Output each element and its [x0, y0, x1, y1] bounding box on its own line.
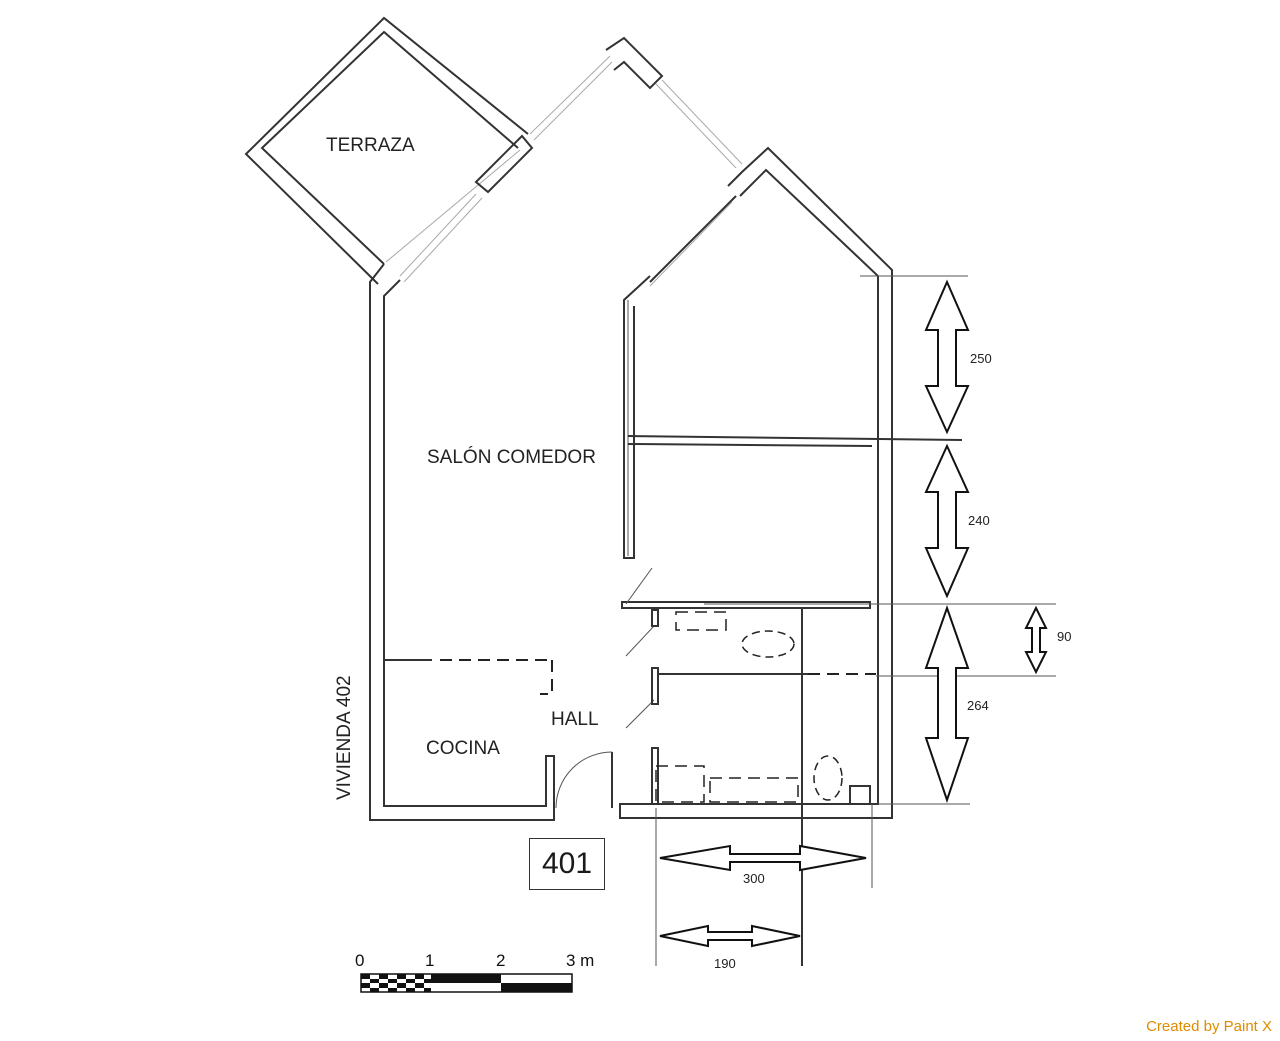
room-label-cocina: COCINA	[426, 738, 500, 759]
unit-number: 401	[541, 847, 593, 880]
scale-tick-1: 1	[425, 951, 435, 970]
arrow-240	[924, 443, 970, 599]
arrow-264	[924, 604, 970, 804]
dimension-label-300: 300	[743, 871, 765, 886]
dimension-label-250: 250	[970, 351, 992, 366]
room-label-salon-comedor: SALÓN COMEDOR	[427, 447, 596, 468]
dimension-label-240: 240	[968, 513, 990, 528]
room-label-terraza: TERRAZA	[326, 135, 415, 156]
apartment-walls	[369, 36, 893, 821]
arrow-300	[659, 844, 867, 872]
arrow-90	[1024, 605, 1048, 675]
dimension-label-264: 264	[967, 698, 989, 713]
credit-watermark: Created by Paint X	[1146, 1018, 1272, 1035]
arrow-190	[659, 924, 801, 948]
scale-tick-3m: 3 m	[566, 951, 595, 970]
fixtures	[655, 611, 871, 805]
dimension-arrows	[659, 279, 1048, 948]
arrow-250	[924, 279, 970, 435]
interior-walls	[384, 275, 1056, 966]
scale-bar	[360, 973, 573, 993]
scale-tick-2: 2	[496, 951, 506, 970]
dimension-label-90: 90	[1057, 629, 1072, 644]
unit-number-box: 401	[529, 838, 605, 890]
neighbor-label-vivienda-402: VIVIENDA 402	[334, 675, 355, 800]
room-label-hall: HALL	[551, 709, 599, 730]
terrace-walls	[244, 16, 529, 285]
dimension-label-190: 190	[714, 956, 736, 971]
scale-tick-0: 0	[355, 951, 365, 970]
